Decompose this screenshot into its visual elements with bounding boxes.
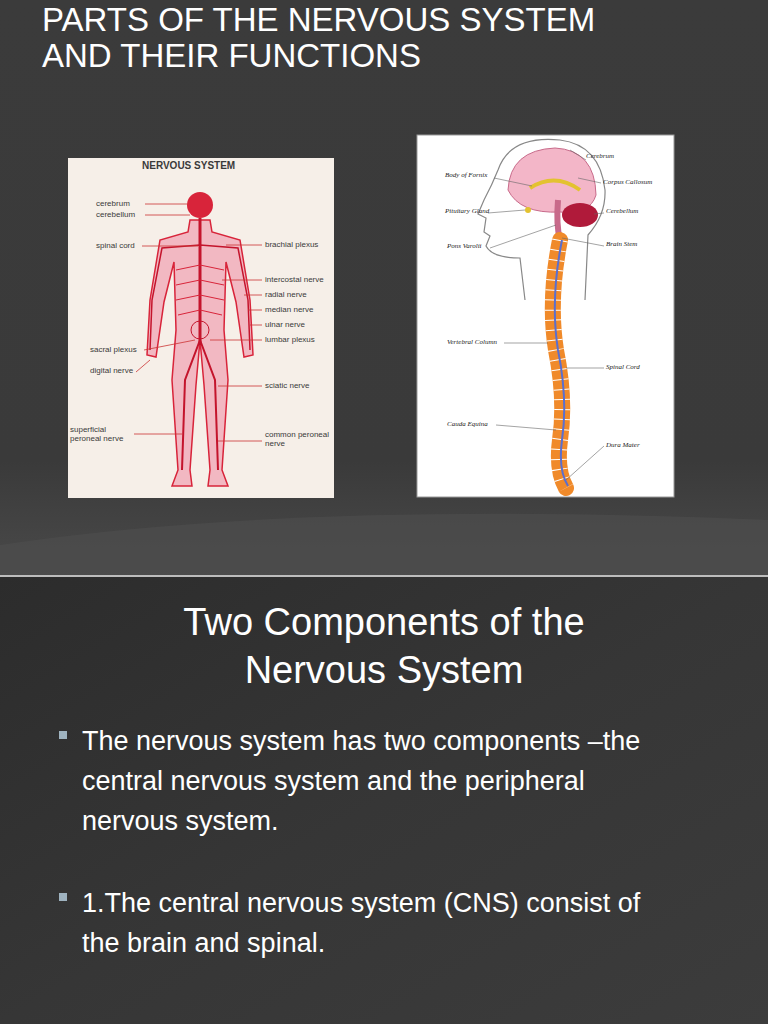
part-label: superficial peroneal nerve	[70, 425, 136, 443]
part-label: Dura Mater	[606, 441, 666, 449]
figure-panel	[417, 135, 674, 497]
part-label: median nerve	[265, 305, 331, 314]
leader-lines	[134, 204, 262, 441]
part-label: digital nerve	[90, 366, 136, 375]
figure-heading: NERVOUS SYSTEM	[142, 160, 262, 171]
bullet-text: 1.The central nervous system (CNS) consi…	[82, 883, 642, 963]
slide-title: PARTS OF THE NERVOUS SYSTEM AND THEIR FU…	[42, 2, 602, 74]
figure-panel	[68, 158, 334, 498]
leader-lines	[488, 150, 604, 480]
part-label: cerebellum	[96, 210, 146, 219]
part-label: Pons Varolii	[447, 242, 497, 250]
bullet-text: The nervous system has two components –t…	[82, 721, 642, 841]
part-label: lumbar plexus	[265, 335, 331, 344]
body-figure	[147, 192, 253, 486]
part-label: Cauda Equina	[447, 420, 497, 428]
part-label: sacral plexus	[90, 345, 144, 354]
part-label: Spinal Cord	[606, 363, 666, 371]
slide-separator	[0, 575, 768, 577]
part-label: Cerebellum	[606, 207, 666, 215]
bullet-marker	[59, 731, 67, 739]
part-label: spinal cord	[96, 241, 144, 250]
part-label: Corpus Callosum	[603, 178, 669, 186]
part-label: Pituitary Gland	[445, 207, 495, 215]
part-label: cerebrum	[96, 199, 146, 208]
slide-heading: Two Components of the Nervous System	[110, 598, 658, 694]
part-label: ulnar nerve	[265, 320, 331, 329]
slide-panel: Two Components of the Nervous SystemThe …	[0, 578, 768, 1024]
part-label: common peroneal nerve	[265, 430, 331, 448]
part-label: brachial plexus	[265, 240, 331, 249]
part-label: sciatic nerve	[265, 381, 331, 390]
head-spine-figure	[478, 139, 605, 488]
part-label: Body of Fornix	[445, 171, 495, 179]
slide-background	[0, 576, 768, 1024]
slide-background	[0, 0, 768, 576]
part-label: Vertebral Column	[447, 338, 507, 346]
part-label: Brain Stem	[606, 240, 666, 248]
slide-band	[0, 514, 768, 576]
part-label: Cerebrum	[586, 152, 646, 160]
part-label: radial nerve	[265, 290, 331, 299]
part-label: intercostal nerve	[265, 275, 331, 284]
bullet-marker	[59, 893, 67, 901]
